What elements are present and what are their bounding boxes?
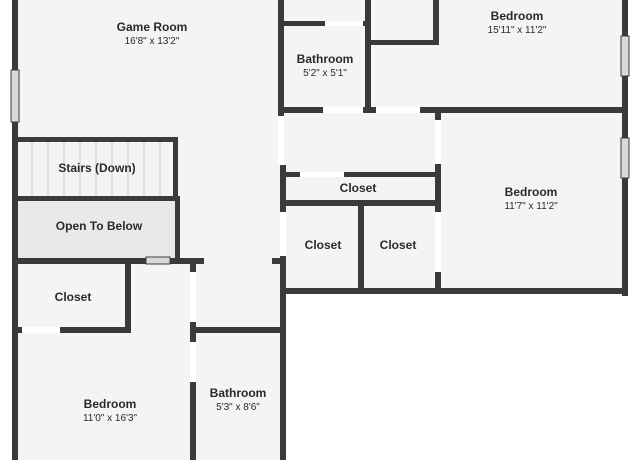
windows bbox=[10, 35, 630, 265]
exterior-edge bbox=[628, 0, 640, 290]
bathroom-bottom-label: Bathroom 5'3" x 8'6" bbox=[210, 386, 267, 414]
closet-mid-right-name: Closet bbox=[379, 238, 417, 252]
bedroom-ne-name: Bedroom bbox=[490, 9, 544, 23]
bedroom-e-label: Bedroom 11'7" x 11'2" bbox=[504, 185, 557, 213]
stairs-name: Stairs (Down) bbox=[58, 161, 136, 175]
bedroom-ne-dims: 15'11" x 11'2" bbox=[487, 25, 547, 36]
bedroom-e-name: Bedroom bbox=[504, 185, 558, 199]
bedroom-sw-name: Bedroom bbox=[83, 397, 137, 411]
bathroom-top-name: Bathroom bbox=[296, 52, 354, 66]
bedroom-sw-dims: 11'0" x 16'3" bbox=[82, 413, 138, 424]
closet-sw-name: Closet bbox=[54, 290, 92, 304]
closet-mid-right-label: Closet bbox=[380, 238, 417, 253]
bedroom-ne-label: Bedroom 15'11" x 11'2" bbox=[488, 9, 547, 37]
door-jambs bbox=[272, 258, 282, 264]
door-openings bbox=[22, 21, 441, 382]
bedroom-sw-label: Bedroom 11'0" x 16'3" bbox=[83, 397, 137, 425]
stairs-label: Stairs (Down) bbox=[58, 161, 135, 176]
open-to-below-label: Open To Below bbox=[56, 219, 142, 234]
game-room-label: Game Room 16'8" x 13'2" bbox=[117, 20, 188, 48]
bathroom-top-label: Bathroom 5'2" x 5'1" bbox=[297, 52, 354, 80]
exterior-area bbox=[286, 290, 640, 460]
bathroom-bottom-name: Bathroom bbox=[209, 386, 267, 400]
stair-treads bbox=[31, 142, 161, 196]
bathroom-bottom-dims: 5'3" x 8'6" bbox=[216, 402, 260, 413]
closet-hall-label: Closet bbox=[340, 181, 377, 196]
open-to-below-name: Open To Below bbox=[55, 219, 143, 233]
game-room-dims: 16'8" x 13'2" bbox=[124, 36, 180, 47]
closet-mid-left-label: Closet bbox=[305, 238, 342, 253]
closet-sw-label: Closet bbox=[55, 290, 92, 305]
closet-mid-left-name: Closet bbox=[304, 238, 342, 252]
game-room-name: Game Room bbox=[116, 20, 188, 34]
open-to-below-fill bbox=[18, 201, 175, 258]
bathroom-top-dims: 5'2" x 5'1" bbox=[303, 68, 347, 79]
closet-hall-name: Closet bbox=[339, 181, 377, 195]
bedroom-e-dims: 11'7" x 11'2" bbox=[504, 201, 558, 212]
